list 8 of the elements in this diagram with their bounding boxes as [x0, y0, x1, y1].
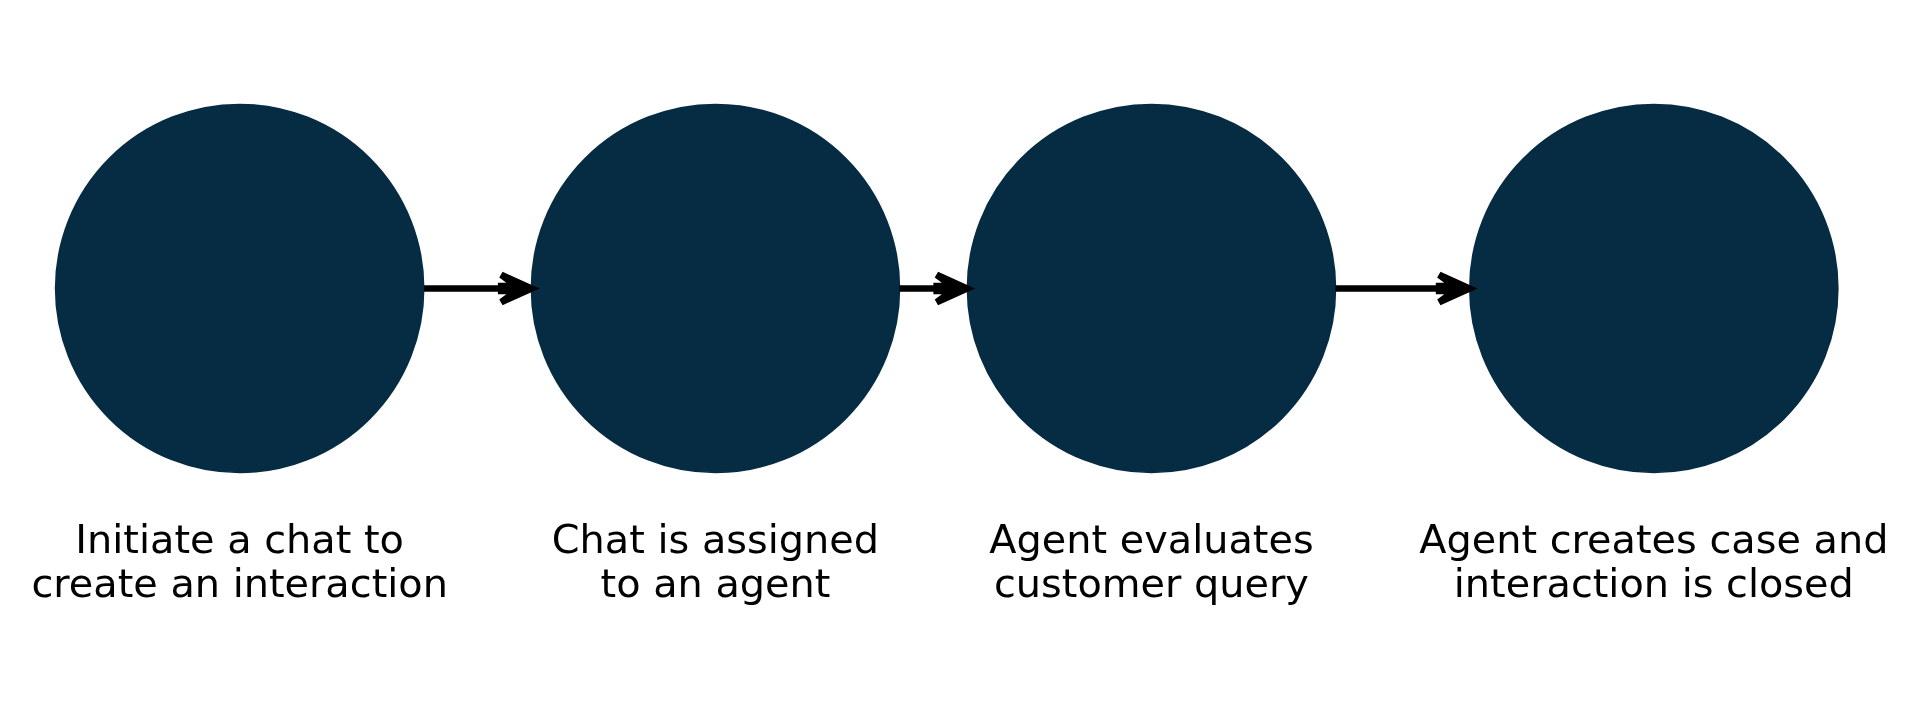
node-circle [1469, 103, 1839, 473]
node-circle [530, 103, 901, 473]
node-label: Initiate a chat to create an interaction [31, 515, 448, 606]
node-circle [54, 103, 425, 473]
node-circle [966, 103, 1337, 473]
node-label: Agent evaluates customer query [989, 515, 1314, 606]
node-label: Agent creates case and interaction is closed [1419, 515, 1889, 606]
node-label: Chat is assigned to an agent [551, 515, 880, 606]
